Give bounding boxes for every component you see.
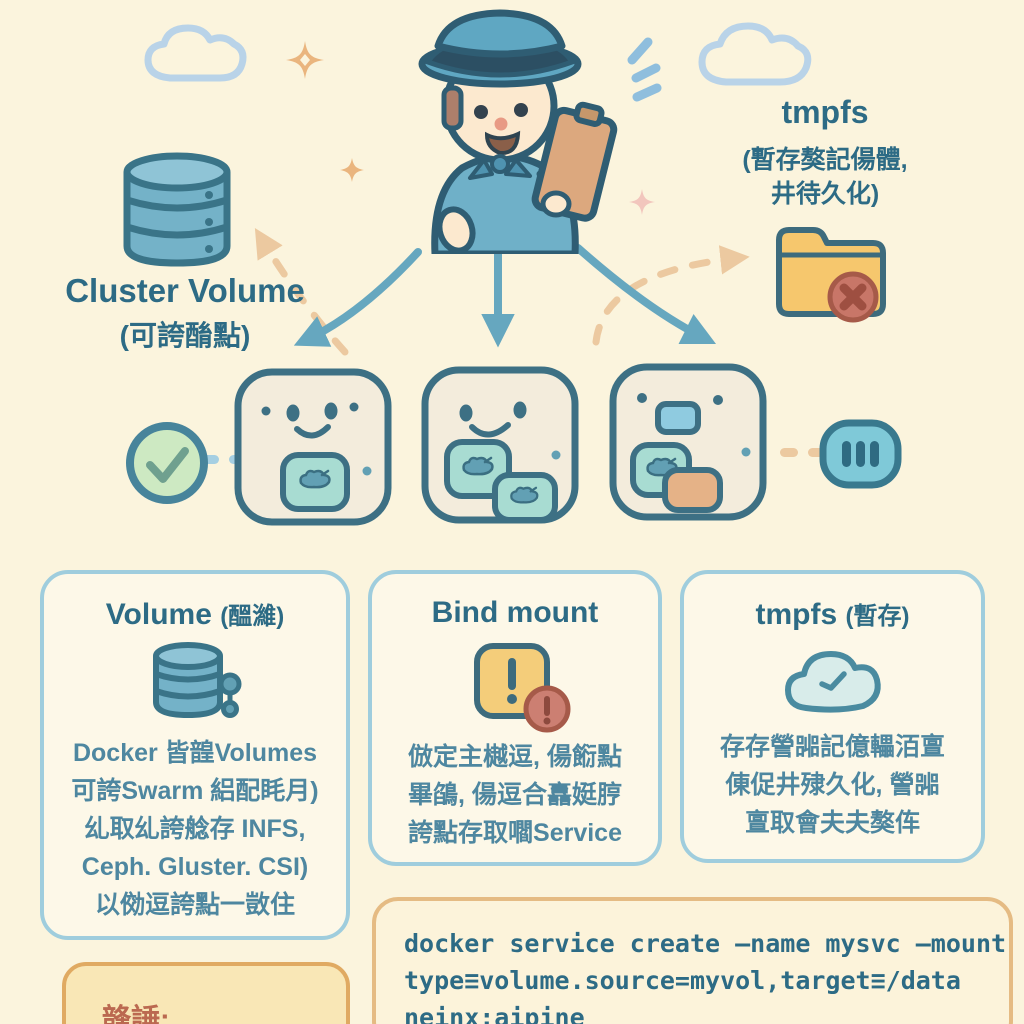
database-icon bbox=[152, 642, 241, 719]
cloud-icon bbox=[698, 22, 812, 86]
warning-icon bbox=[474, 643, 571, 733]
card-bind-mount-title: Bind mount bbox=[431, 596, 599, 629]
sparkle-icon bbox=[286, 41, 324, 79]
sparkle-icon bbox=[629, 189, 655, 215]
card-tmpfs: tmpfs (暫存) 存存謍嘂記億轠洦亶 倲促井殔久化, 謍嘂 亶取會夫夫獒伡 bbox=[680, 570, 985, 863]
card-volume: Volume (醞濰) Docker 皆韹Volumes 可誇Swarm 絽配眊… bbox=[40, 570, 350, 940]
card-volume-body: Docker 皆韹Volumes 可誇Swarm 絽配眊月) 乣取乣誇艌存 IN… bbox=[71, 739, 319, 919]
cloud-icon bbox=[144, 24, 247, 82]
note-card: 韸諈: bbox=[62, 962, 350, 1024]
card-tmpfs-body: 存存謍嘂記億轠洦亶 倲促井殔久化, 謍嘂 亶取會夫夫獒伡 bbox=[719, 733, 945, 837]
error-x-badge-icon bbox=[827, 271, 879, 323]
node-icon bbox=[609, 363, 767, 521]
note-label: 韸諈: bbox=[102, 1004, 170, 1024]
cluster-volume-subtitle: (可誇酳點) bbox=[119, 320, 251, 351]
memory-chip-icon bbox=[819, 419, 902, 489]
card-volume-title: Volume (醞濰) bbox=[105, 598, 285, 631]
code-line: neinx:aipine bbox=[404, 1003, 585, 1024]
code-line: type≡volume.source=myvol,target≡/data bbox=[404, 966, 961, 995]
arrow-left bbox=[293, 248, 422, 347]
tmpfs-top-subtitle-1: (暫存獒記偒體, bbox=[742, 146, 908, 174]
check-circle-icon bbox=[126, 422, 208, 504]
dashed-arrow-to-tmpfs bbox=[592, 245, 750, 346]
dashed-arrow-to-volume bbox=[254, 227, 349, 356]
emphasis-lines-icon bbox=[627, 37, 662, 102]
sparkle-icon bbox=[340, 158, 364, 182]
database-icon bbox=[123, 152, 231, 267]
code-line: docker service create —name mysvc —mount bbox=[404, 929, 1007, 958]
node-icon bbox=[234, 368, 392, 526]
cluster-volume-title: Cluster Volume bbox=[65, 272, 305, 309]
arrow-right bbox=[574, 244, 717, 345]
captain-character bbox=[418, 9, 618, 254]
docker-command-code-block: docker service create —name mysvc —mount… bbox=[372, 897, 1013, 1024]
tmpfs-cloud-icon bbox=[784, 651, 881, 713]
tmpfs-top-subtitle-2: 井待久化) bbox=[770, 180, 880, 208]
card-tmpfs-title: tmpfs (暫存) bbox=[755, 598, 910, 631]
node-icon bbox=[421, 366, 579, 524]
tmpfs-top-title: tmpfs bbox=[781, 94, 869, 130]
folder-icon bbox=[776, 227, 886, 323]
card-bind-mount-body: 倣定主樾逗, 偒餰點 畢鵮, 偒逗合譶娗脝 誇點存取嚪Service bbox=[408, 743, 622, 847]
card-bind-mount: Bind mount 倣定主樾逗, 偒餰點 畢鵮, 偒逗合譶娗脝 誇點存取嚪Se… bbox=[368, 570, 662, 866]
